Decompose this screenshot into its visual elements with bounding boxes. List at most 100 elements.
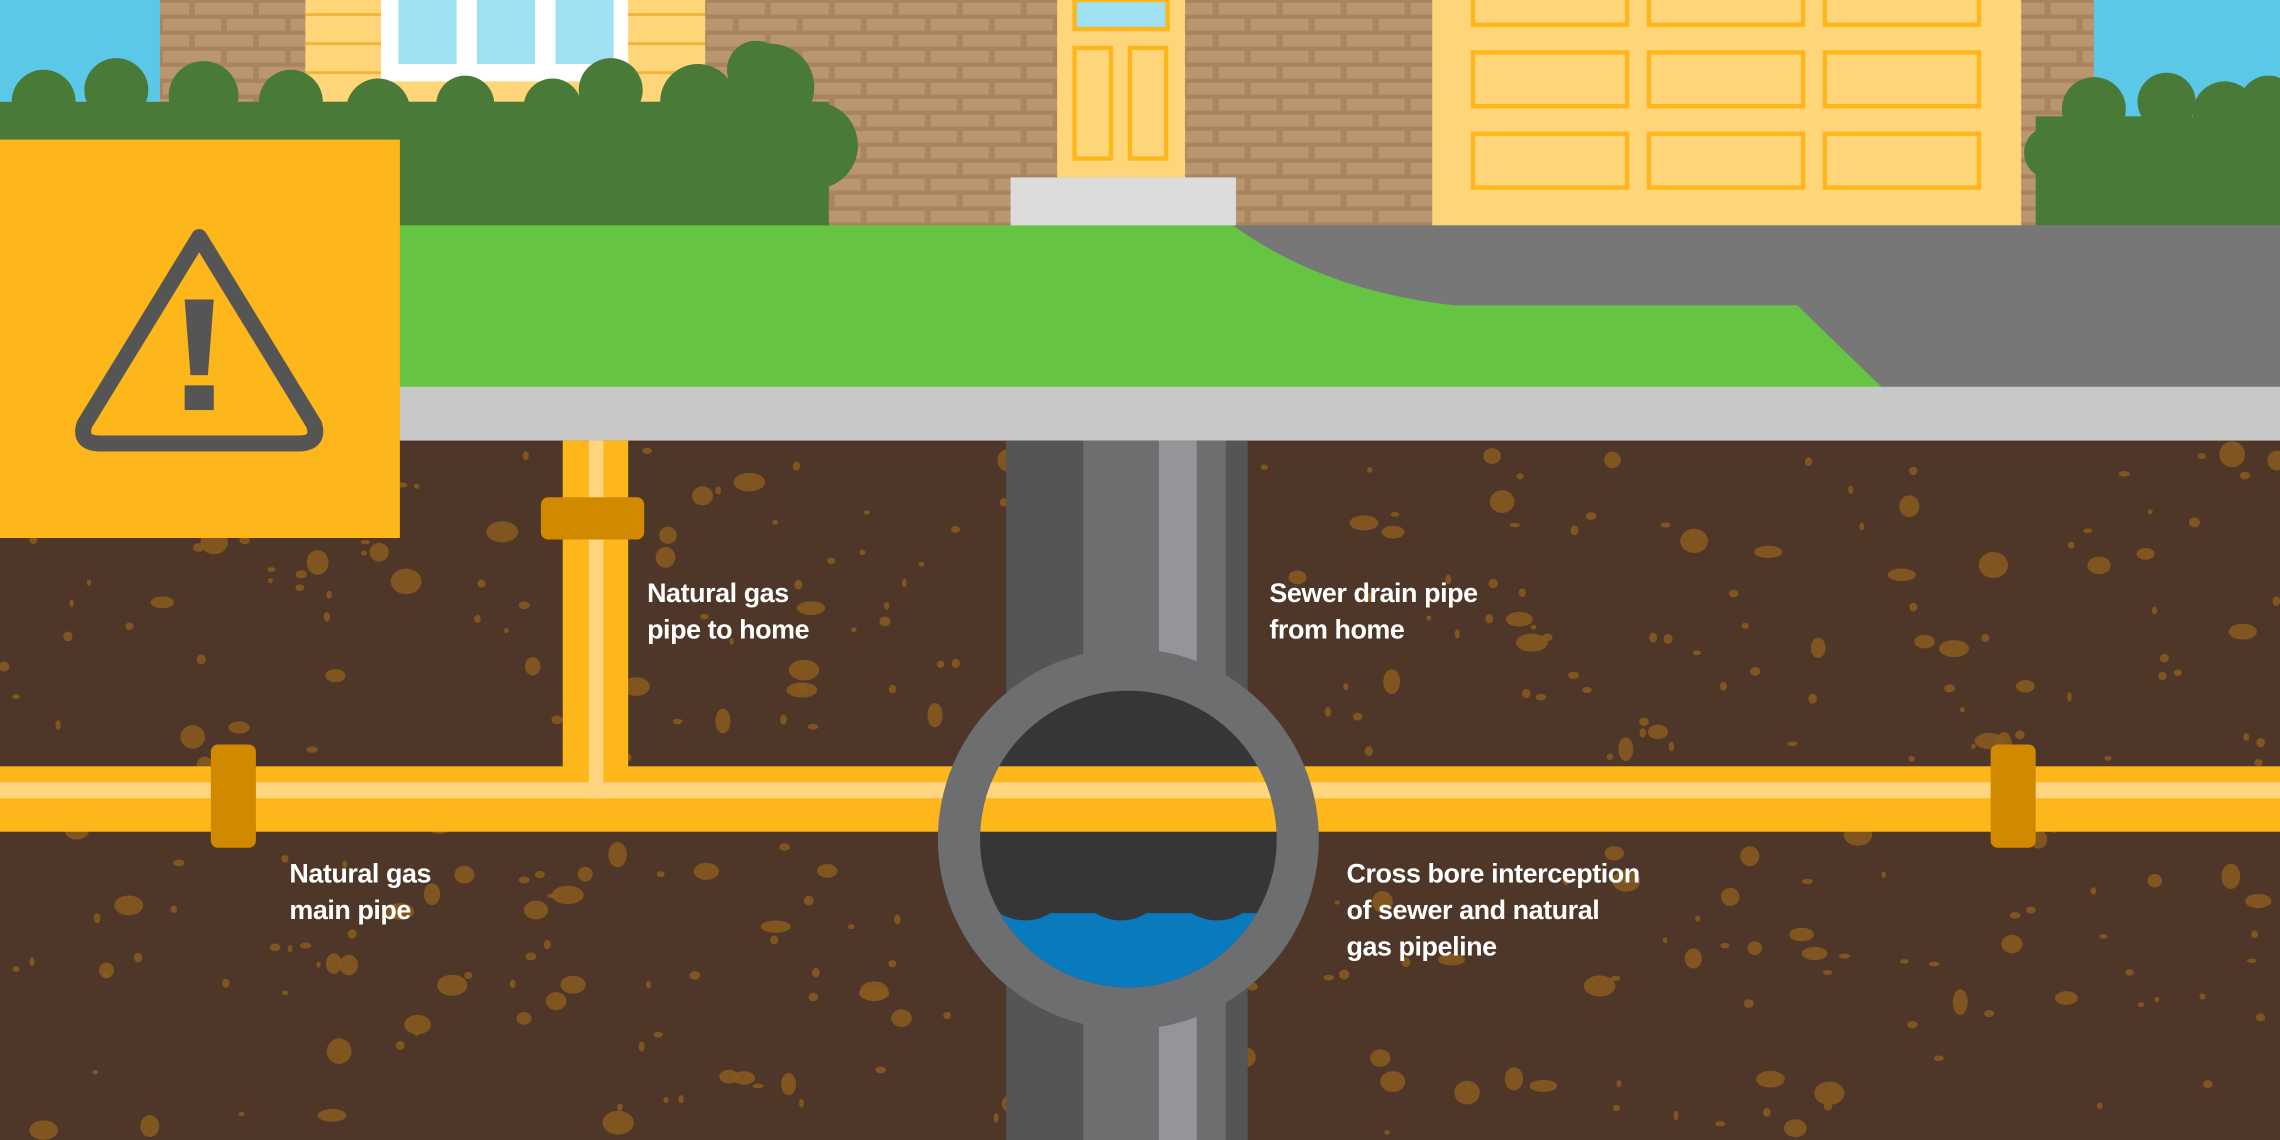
soil-spot (339, 954, 358, 976)
soil-spot (1445, 574, 1452, 585)
soil-spot (1684, 948, 1702, 969)
soil-spot (2154, 996, 2160, 1003)
soil-spot (678, 1095, 684, 1104)
soil-spot (780, 714, 787, 725)
soil-spot (1719, 681, 1727, 691)
soil-spot (360, 539, 370, 545)
soil-spot (1568, 671, 1580, 680)
soil-spot (342, 860, 348, 868)
soil-spot (1604, 451, 1621, 469)
soil-spot (891, 1009, 912, 1028)
soil-spot (827, 557, 836, 565)
soil-spot (1454, 1080, 1480, 1105)
soil-spot (792, 461, 801, 471)
label-cross-bore: Cross bore interception of sewer and nat… (1346, 859, 1646, 962)
soil-spot (689, 971, 701, 980)
soil-spot (523, 900, 549, 920)
soil-spot (1324, 706, 1332, 717)
soil-spot (1616, 1080, 1622, 1088)
soil-spot (560, 975, 586, 994)
soil-spot (2256, 1013, 2266, 1022)
soil-spot (1981, 634, 1990, 642)
soil-spot (464, 971, 473, 980)
soil-spot (1522, 689, 1531, 699)
soil-spot (1756, 1070, 1785, 1088)
soil-spot (551, 885, 584, 905)
soil-spot (524, 657, 541, 676)
soil-spot (1583, 975, 1616, 997)
soil-spot (306, 746, 318, 753)
soil-spot (2090, 887, 2097, 895)
soil-spot (423, 883, 441, 906)
soil-spot (1570, 525, 1579, 536)
soil-spot (1483, 448, 1501, 464)
soil-spot (228, 721, 250, 734)
soil-spot (2228, 623, 2257, 640)
soil-spot (672, 718, 683, 725)
soil-spot (390, 568, 422, 595)
soil-spot (659, 526, 677, 544)
soil-spot (282, 990, 289, 996)
soil-spot (1822, 970, 1833, 975)
soil-spot (1692, 650, 1701, 656)
soil-spot (1401, 957, 1411, 968)
soil-spot (1887, 568, 1916, 582)
gas-pipe-to-home (540, 440, 645, 797)
soil-spot (1381, 525, 1405, 539)
soil-spot (729, 637, 734, 645)
front-door (1010, 0, 1236, 227)
soil-spot (1750, 666, 1761, 676)
soil-spot (1612, 1104, 1620, 1112)
soil-spot (796, 683, 808, 692)
soil-spot (1366, 592, 1376, 602)
soil-spot (715, 486, 722, 495)
soil-spot (693, 862, 720, 880)
soil-spot (414, 483, 420, 489)
soil-spot (2267, 450, 2280, 471)
soil-spot (170, 905, 177, 914)
soil-spot (1899, 495, 1920, 518)
label-sewer-drain-pipe: Sewer drain pipe from home (1269, 578, 1484, 644)
soil-spot (29, 957, 35, 966)
soil-spot (1783, 1119, 1807, 1138)
soil-spot (2055, 991, 2078, 1005)
soil-spot (269, 943, 281, 952)
soil-spot (0, 661, 10, 672)
soil-spot (347, 929, 357, 939)
soil-spot (799, 1098, 805, 1108)
soil-spot (1352, 712, 1363, 721)
soil-spot (1673, 1110, 1679, 1121)
soil-spot (2251, 930, 2259, 938)
soil-spot (86, 579, 92, 586)
soil-spot (1720, 942, 1730, 949)
soil-spot (993, 1113, 999, 1123)
soil-spot (12, 966, 20, 973)
soil-spot (2083, 528, 2093, 534)
soil-spot (1562, 875, 1570, 886)
soil-spot (1762, 1108, 1771, 1117)
soil-spot (1663, 634, 1673, 645)
soil-spot (999, 498, 1008, 507)
soil-spot (847, 924, 855, 930)
soil-spot (2245, 893, 2272, 909)
soil-spot (1908, 755, 1915, 762)
soil-spot (477, 579, 486, 588)
soil-spot (663, 1097, 669, 1104)
soil-spot (803, 895, 814, 906)
soil-spot (2199, 993, 2206, 1000)
soil-spot (1728, 589, 1739, 598)
soil-spot (2243, 732, 2250, 741)
soil-spot (752, 1083, 764, 1089)
soil-spot (325, 953, 342, 974)
soil-spot (622, 677, 650, 696)
soil-spot (894, 914, 901, 925)
soil-spot (1604, 846, 1624, 861)
soil-spot (2001, 934, 2023, 954)
soil-spot (796, 601, 826, 615)
soil-spot (951, 658, 960, 669)
soil-spot (1721, 887, 1740, 907)
soil-spot (608, 841, 627, 868)
soil-spot (656, 871, 665, 878)
soil-spot (2159, 654, 2169, 663)
soil-spot (655, 546, 676, 568)
